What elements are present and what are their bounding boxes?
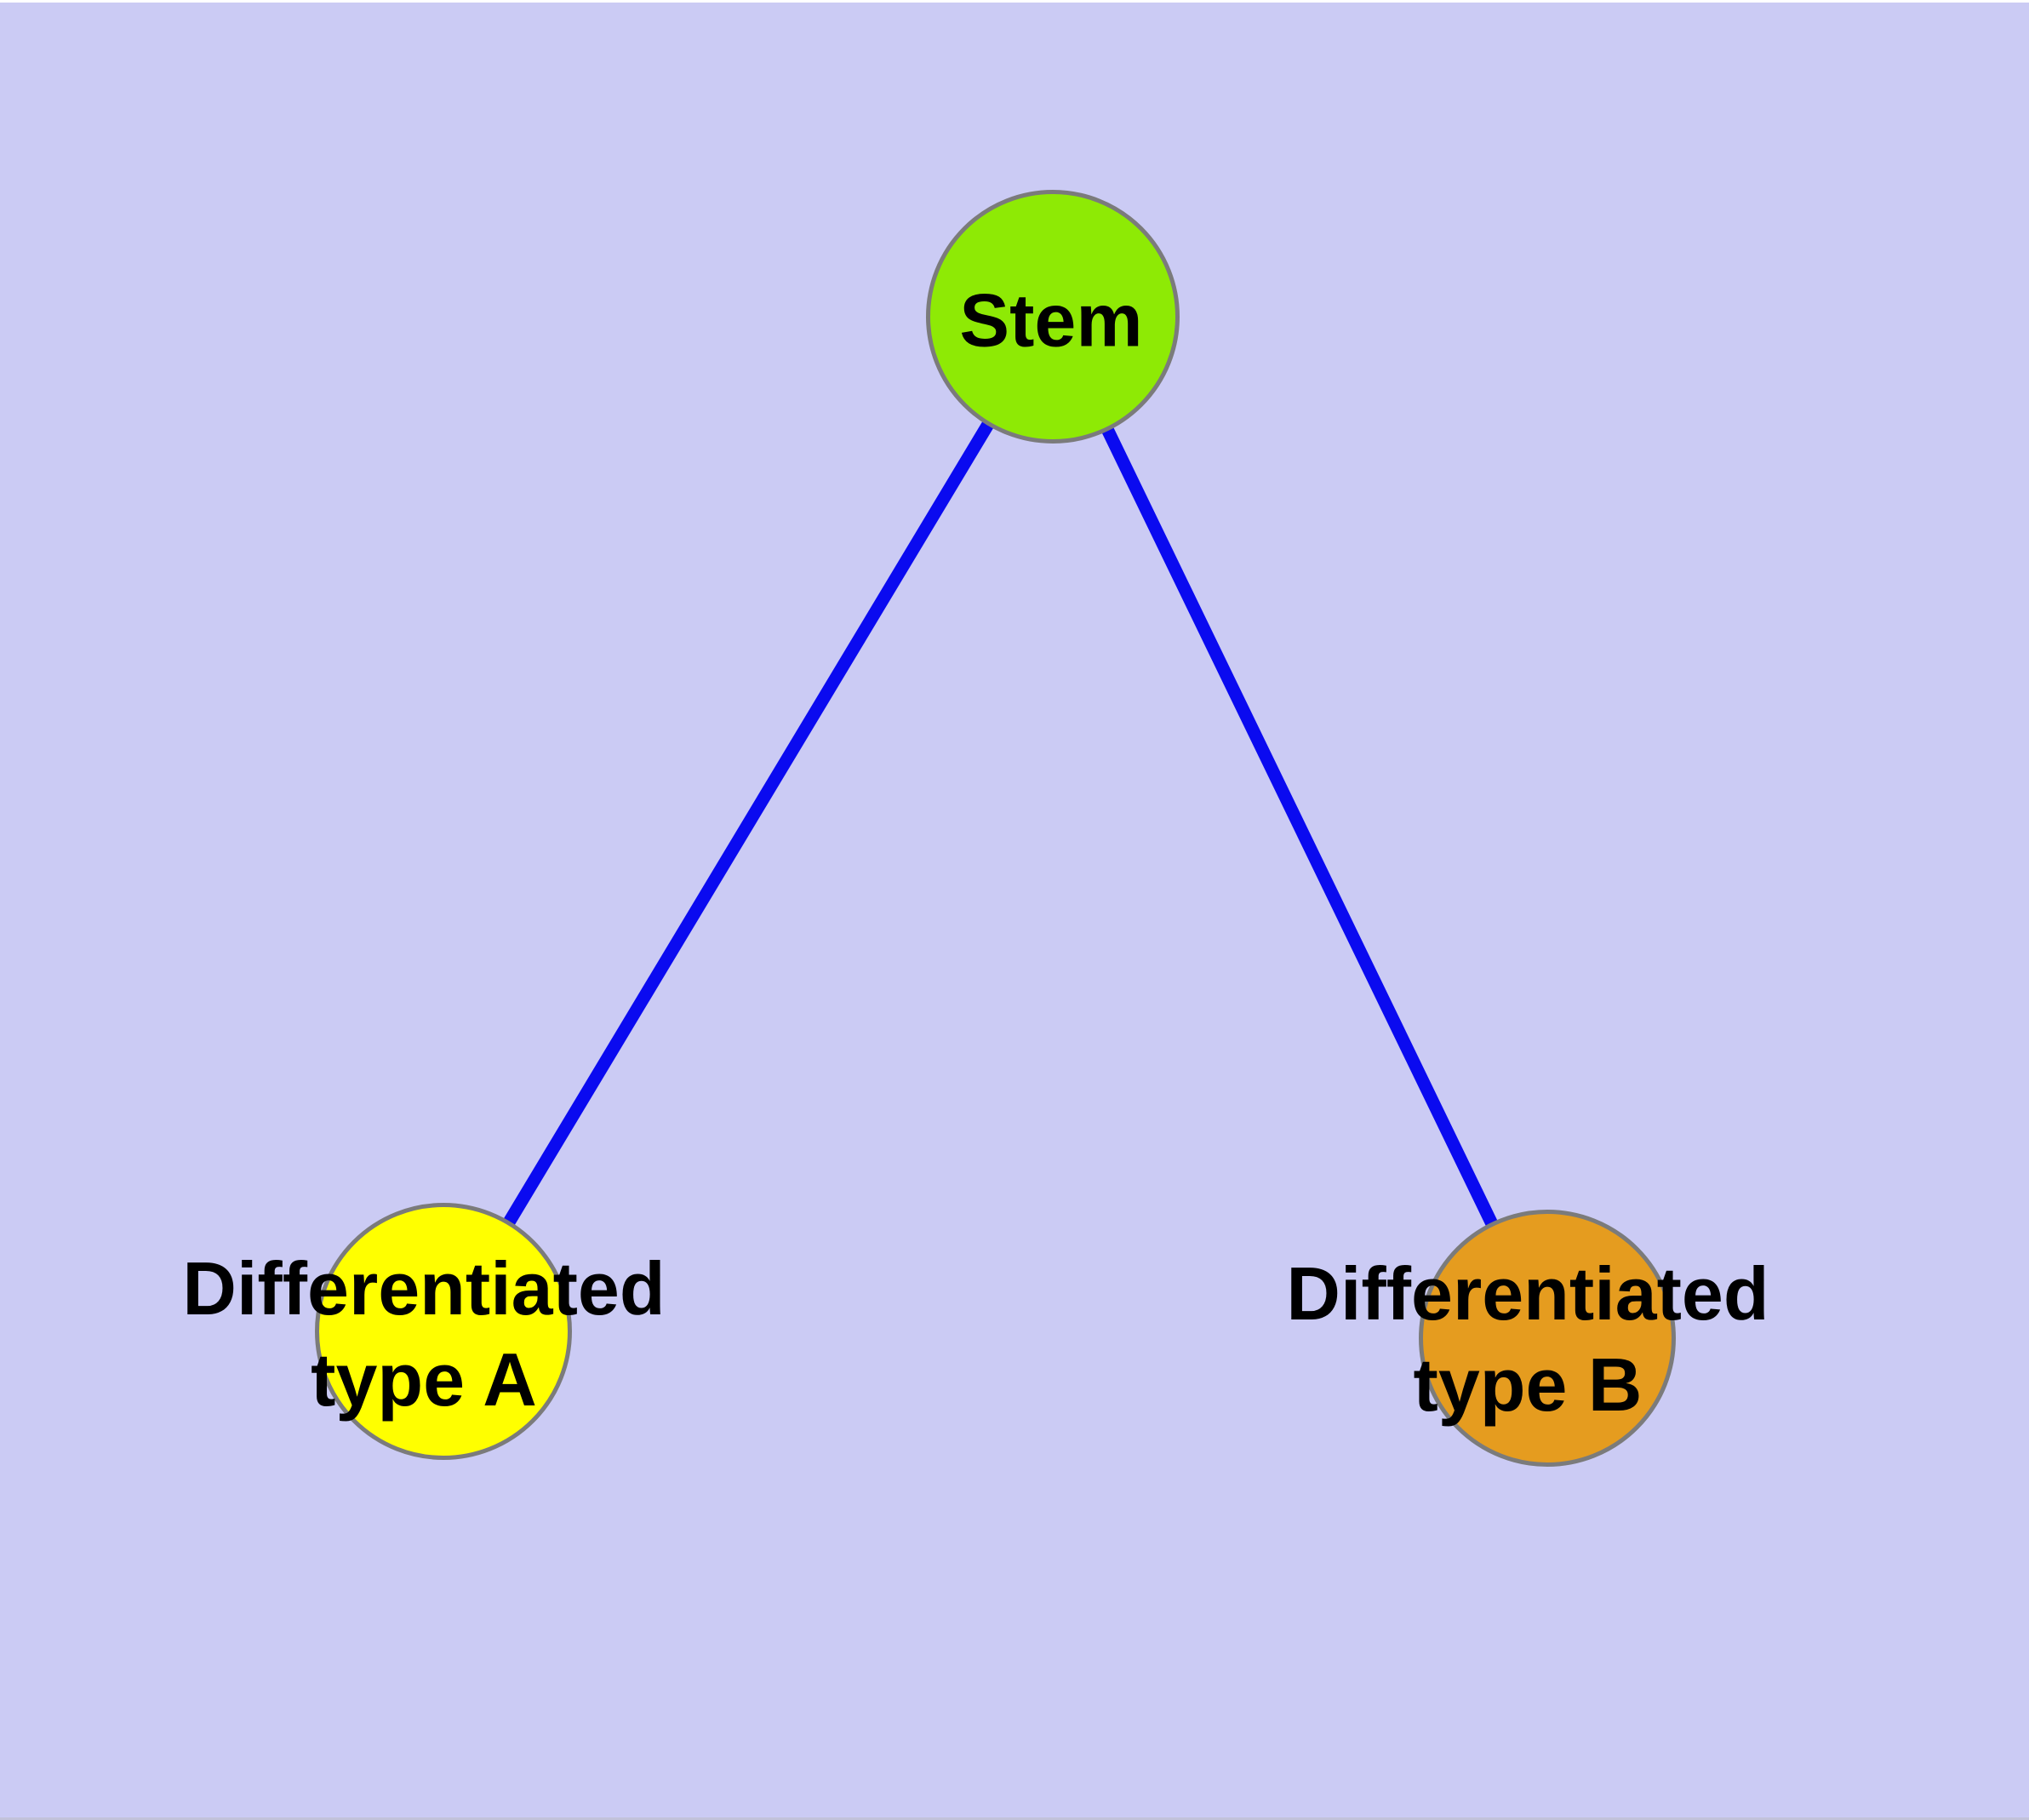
label-line: Differentiated [1286,1251,1769,1336]
label-line: type A [311,1337,537,1422]
label-line: type B [1413,1342,1643,1427]
node-differentiated-type-a-label: Differentiated type A [182,1243,665,1425]
node-stem [926,190,1180,444]
bottom-edge-hairline [0,1817,2029,1820]
node-differentiated-type-a [315,1203,572,1460]
label-line: Differentiated [182,1246,666,1331]
edge-stem-to-type-a [437,313,1059,1335]
node-differentiated-type-b-label: Differentiated type B [1286,1248,1769,1430]
top-edge-hairline [0,0,2029,3]
node-differentiated-type-b [1419,1210,1676,1467]
edge-stem-to-type-b [1047,313,1553,1342]
label-line: Stem [959,278,1143,363]
node-stem-label: Stem [959,275,1142,366]
